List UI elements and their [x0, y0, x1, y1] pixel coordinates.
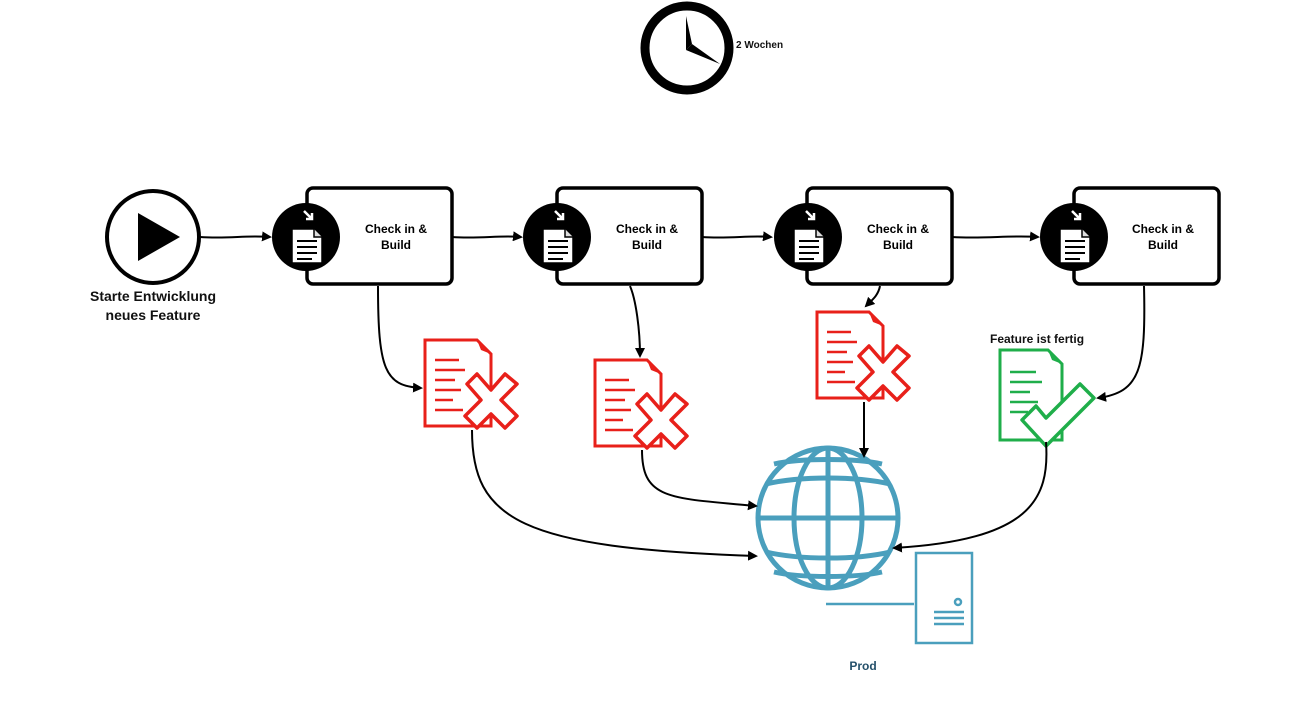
globe-icon: [755, 445, 901, 591]
feature-done-label: Feature ist fertig: [990, 332, 1085, 346]
successful-build-icon: [998, 348, 1096, 448]
failed-build-icon: [593, 358, 689, 450]
document-checkin-icon: [1038, 201, 1110, 273]
clock-icon: [640, 1, 734, 95]
failed-build-icon: [815, 310, 911, 402]
failed-build-icon: [423, 338, 519, 430]
deploy-arrows: [471, 401, 1048, 561]
step-label: Check in & Build: [364, 222, 427, 252]
document-checkin-icon: [270, 201, 342, 273]
start-label: Starte Entwicklung neues Feature: [89, 288, 217, 323]
duration-label: 2 Wochen: [736, 40, 784, 51]
document-checkin-icon: [772, 201, 844, 273]
result-arrows: [377, 285, 1146, 402]
step-label: Check in & Build: [1131, 222, 1194, 252]
flow-arrows: [199, 231, 1040, 242]
prod-label: Prod: [849, 659, 877, 673]
play-icon: [105, 189, 201, 285]
server-icon: [826, 551, 974, 645]
document-checkin-icon: [521, 201, 593, 273]
step-label: Check in & Build: [615, 222, 678, 252]
step-label: Check in & Build: [866, 222, 929, 252]
